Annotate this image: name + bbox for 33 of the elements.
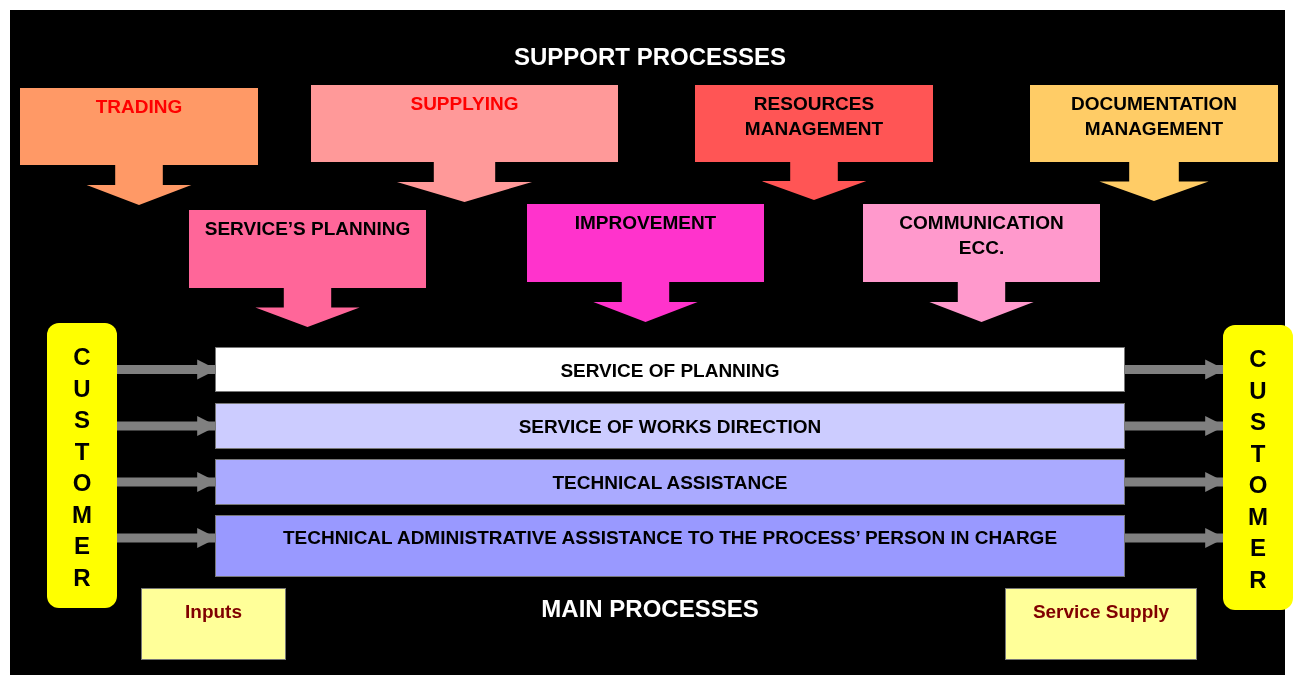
process-bar xyxy=(215,515,1125,577)
callout-label: IMPROVEMENT xyxy=(573,211,718,235)
note-box xyxy=(141,588,286,660)
customer-label: CUSTOMER xyxy=(71,342,93,593)
callout-label: COMMUNICATION ECC. xyxy=(898,211,1065,260)
arrow xyxy=(1125,416,1225,436)
arrow xyxy=(117,416,217,436)
section-heading: SUPPORT PROCESSES xyxy=(512,43,788,71)
process-bar xyxy=(215,459,1125,505)
note-label: Service Supply xyxy=(1032,600,1170,624)
process-bar xyxy=(215,347,1125,392)
customer-box xyxy=(1223,325,1293,610)
callout-label: DOCUMENTATION MANAGEMENT xyxy=(1069,92,1239,141)
note-label: Inputs xyxy=(185,600,242,624)
arrow xyxy=(1125,528,1225,548)
process-label: TECHNICAL ADMINISTRATIVE ASSISTANCE TO THE PROCESS’ PERSON IN CHARGE xyxy=(282,526,1058,550)
process-bar xyxy=(215,403,1125,449)
customer-box xyxy=(47,323,117,608)
arrow xyxy=(117,528,217,548)
arrow xyxy=(117,472,217,492)
process-label: TECHNICAL ASSISTANCE xyxy=(552,471,788,495)
callout-label: SERVICE’S PLANNING xyxy=(203,217,412,241)
customer-label: CUSTOMER xyxy=(1247,344,1269,595)
callout-label: TRADING xyxy=(94,95,184,119)
callout-label: SUPPLYING xyxy=(409,92,520,116)
note-box xyxy=(1005,588,1197,660)
arrow xyxy=(1125,472,1225,492)
section-caption: MAIN PROCESSES xyxy=(540,595,760,623)
process-label: SERVICE OF WORKS DIRECTION xyxy=(518,415,822,439)
process-label: SERVICE OF PLANNING xyxy=(560,359,780,383)
callout-label: RESOURCES MANAGEMENT xyxy=(743,92,885,141)
arrow xyxy=(1125,359,1225,380)
arrow xyxy=(117,359,217,380)
